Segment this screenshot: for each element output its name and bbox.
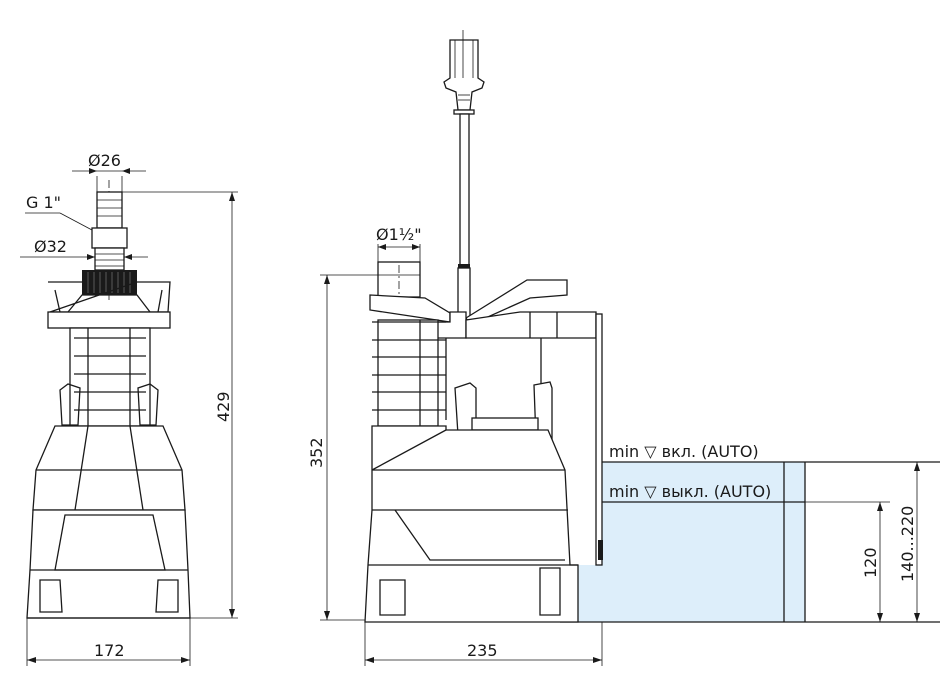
side-view-dimensions <box>320 244 920 666</box>
front-height-label: 429 <box>214 391 233 422</box>
outlet-diameter-label: Ø1½" <box>376 225 422 244</box>
side-height-label: 352 <box>307 437 326 468</box>
level-on-range-label: 140...220 <box>898 506 917 582</box>
connector-diameter-label: Ø32 <box>34 237 67 256</box>
front-width-label: 172 <box>94 641 125 660</box>
hose-diameter-label: Ø26 <box>88 151 121 170</box>
level-off-height-label: 120 <box>861 547 880 578</box>
front-view-dimensions <box>20 168 238 666</box>
side-width-label: 235 <box>467 641 498 660</box>
level-on-label: min ▽ вкл. (AUTO) <box>609 442 759 461</box>
pump-front-view <box>26 180 191 619</box>
level-off-label: min ▽ выкл. (AUTO) <box>609 482 771 501</box>
thread-label: G 1" <box>26 193 61 212</box>
water-area <box>560 461 940 623</box>
pump-side-view <box>364 30 603 623</box>
